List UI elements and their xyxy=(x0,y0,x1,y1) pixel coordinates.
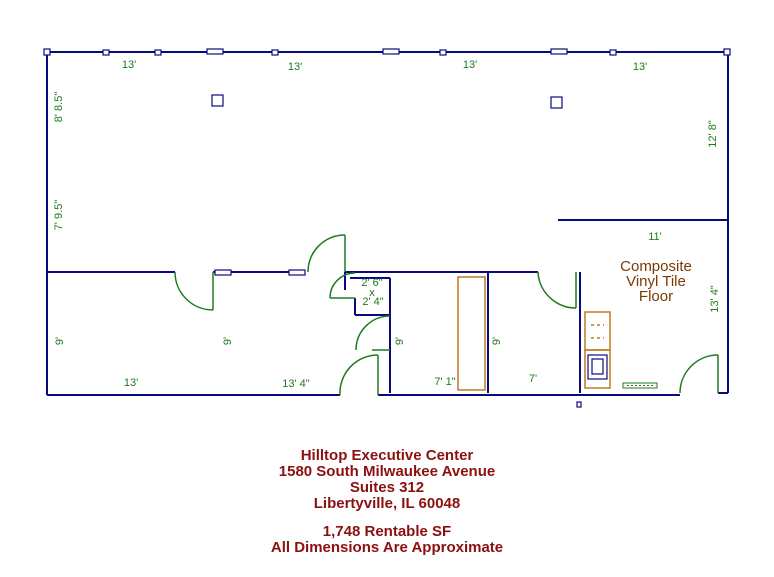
disclaimer: All Dimensions Are Approximate xyxy=(270,539,504,556)
kitchen-fixtures xyxy=(457,276,611,391)
dim-left-lower: 7' 9.5" xyxy=(53,200,65,231)
dim-right-upper: 12' 8" xyxy=(707,120,719,148)
building-name: Hilltop Executive Center xyxy=(300,447,474,464)
dim-bottom-office1: 13' xyxy=(124,377,138,389)
city-state-zip: Libertyville, IL 60048 xyxy=(313,495,461,512)
rentable-area: 1,748 Rentable SF xyxy=(322,523,452,540)
dim-bottom-office2: 13' 4" xyxy=(282,378,310,390)
dim-kitchen-width: 11' xyxy=(648,231,662,243)
dim-top-3: 13' xyxy=(463,59,477,71)
dim-top-1: 13' xyxy=(122,59,136,71)
dim-closet-1: 2' 6" xyxy=(361,277,382,289)
floor-plan: 13' 13' 13' 13' 8' 8.5" 7' 9.5" 12' 8" 1… xyxy=(43,48,731,408)
doors xyxy=(174,234,719,396)
dim-office3-height: 9' xyxy=(394,337,406,345)
walls xyxy=(46,51,729,396)
street-address: 1580 South Milwaukee Avenue xyxy=(278,463,496,480)
floor-note-line1: Composite xyxy=(620,258,692,275)
sink-icon xyxy=(587,354,608,380)
dim-left-upper: 8' 8.5" xyxy=(53,92,65,123)
suite-number: Suites 312 xyxy=(349,479,425,496)
dim-right-lower: 13' 4" xyxy=(709,285,721,313)
floor-note-line3: Floor xyxy=(639,288,673,305)
title-block: Hilltop Executive Center 1580 South Milw… xyxy=(0,448,774,556)
heater-icon xyxy=(622,382,658,389)
window-markers xyxy=(43,48,731,408)
dim-office4-height: 9' xyxy=(491,337,503,345)
dim-top-2: 13' xyxy=(288,61,302,73)
dim-bottom-office3: 7' 1" xyxy=(434,376,455,388)
dim-top-4: 13' xyxy=(633,61,647,73)
dim-bottom-office4: 7' xyxy=(529,373,537,385)
dim-office2-height: 9' xyxy=(222,337,234,345)
dim-office1-height: 9' xyxy=(54,337,66,345)
floor-note-line2: Vinyl Tile xyxy=(626,273,686,290)
dim-closet-2: 2' 4" xyxy=(362,296,383,308)
dim-closet-x: x xyxy=(369,287,375,299)
